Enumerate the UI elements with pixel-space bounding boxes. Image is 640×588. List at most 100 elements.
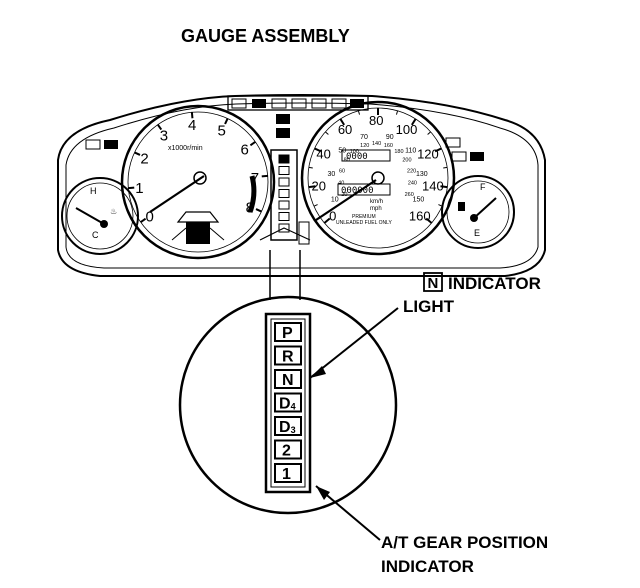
gear-label-n: N [282,372,294,389]
mph-tick-mark [438,204,443,207]
magnify-leader-lines [269,250,301,300]
mph-tick-mark [313,204,318,207]
n-indicator-callout-box [423,272,443,292]
diagram-title: GAUGE ASSEMBLY [181,26,350,46]
kmh-unit: km/h [370,199,383,205]
mph-tick-80: 80 [369,113,383,128]
cluster-side-lamp [298,221,310,245]
mph-tick-mark [440,185,448,189]
car-door-icon [171,211,225,244]
tach-tick-mark [261,174,268,178]
fuel-pump-icon [458,202,465,211]
kmh-tick-220: 220 [407,169,416,175]
mini-gear-p [278,154,290,164]
odometer [337,183,391,196]
mini-gear-r [278,166,290,175]
at-gear-callout-line2: INDICATOR [381,557,474,576]
mph-tick-mark [427,131,431,135]
mph-tick-mark [411,118,417,126]
mini-gear-d4 [278,189,290,198]
mph-unit: mph [370,206,382,212]
gear-box-r [274,345,302,366]
temperature-gauge [61,177,139,255]
gear-label-d3: D3 [279,419,296,436]
mph-tick-mark [339,118,345,126]
magnified-view-circle [178,295,398,515]
mini-gear-2 [278,212,290,221]
fuel-gauge [441,175,515,249]
tach-tick-mark [157,124,163,131]
tach-tick-6: 6 [241,142,249,159]
mph-tick-160: 160 [409,208,431,223]
mph-tick-mark [443,166,448,169]
n-indicator-callout-line1: INDICATOR [448,274,541,293]
tach-tick-1: 1 [135,180,143,197]
tach-tick-mark [249,141,256,147]
mini-gear-d3 [278,200,290,210]
fuel-note-unleaded: UNLEADED FUEL ONLY [336,220,393,226]
gear-label-p: P [282,325,293,342]
cluster-housing [57,94,546,277]
mph-tick-mark [357,110,361,115]
fuel-empty-label: E [474,228,480,238]
mph-tick-60: 60 [338,122,352,137]
tach-redline [247,175,257,213]
kmh-tick-60: 60 [339,169,345,175]
mph-tick-90: 90 [386,134,394,141]
mini-gear-n [278,177,290,187]
gear-box-n [274,369,302,389]
odometer-digits: 000000 [341,186,374,196]
mph-tick-120: 120 [417,146,439,161]
gear-box-p [274,322,302,342]
mph-tick-100: 100 [396,122,418,137]
gear-box-d3 [274,416,302,436]
tach-tick-4: 4 [188,117,196,134]
mph-tick-130: 130 [416,171,428,178]
mph-tick-140: 140 [422,179,444,194]
temp-hot-label: H [90,186,97,196]
tach-tick-2: 2 [140,150,148,167]
gear-position-indicator [264,312,312,494]
gear-box-d4 [274,392,302,413]
gear-box-1 [274,463,302,483]
tach-tick-mark [140,217,147,223]
mph-tick-mark [425,217,433,224]
gear-label-2: 2 [282,443,291,460]
tach-tick-mark [134,151,141,156]
fuel-note-premium: PREMIUM [352,214,376,220]
gear-label-1: 1 [282,466,291,483]
tachometer [120,104,276,260]
mph-tick-mark [314,147,322,153]
tach-tick-3: 3 [160,127,168,144]
cluster-gear-column [270,149,298,241]
tach-tick-mark [255,208,262,213]
kmh-tick-260: 260 [405,192,414,198]
temp-needle [75,207,105,225]
mph-tick-40: 40 [316,146,330,161]
at-gear-callout-line1: A/T GEAR POSITION [381,533,548,552]
kmh-tick-200: 200 [402,158,411,164]
trip-odometer-digits: 0000 [346,152,368,162]
tach-tick-0: 0 [145,208,153,225]
kmh-tick-160: 160 [384,143,393,149]
mph-tick-70: 70 [360,134,368,141]
mph-tick-mark [434,147,442,153]
mph-tick-mark [308,166,313,169]
mph-tick-150: 150 [413,197,425,204]
temp-cold-label: C [92,230,99,240]
gear-box-2 [274,439,302,460]
mini-gear-1 [278,223,290,233]
mph-tick-mark [323,217,331,224]
tach-tick-mark [128,186,135,190]
speedometer [300,100,456,256]
kmh-tick-180: 180 [394,149,403,155]
mph-tick-mark [325,131,329,135]
center-warning-lamp-2 [276,128,290,138]
center-warning-lamp-1 [276,114,290,124]
mph-tick-10: 10 [331,197,339,204]
n-indicator-callout-line2: LIGHT [403,297,455,316]
tach-unit: x1000r/min [168,145,203,152]
gear-label-d4: D4 [279,396,296,413]
